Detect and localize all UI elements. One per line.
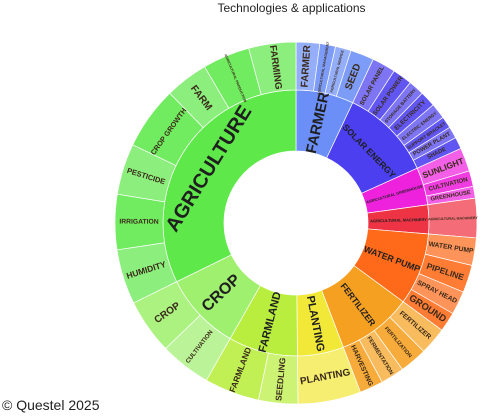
outer-label-agricultural-machinery: AGRICULTURAL MACHINERY: [428, 216, 478, 221]
outer-ring: [114, 41, 478, 405]
outer-label-irrigation: IRRIGATION: [119, 219, 158, 226]
outer-label-farmer: FARMER: [299, 44, 313, 88]
inner-label-agricultural-machinery: AGRICULTURAL MACHINERY: [370, 217, 427, 224]
chart-title: Technologies & applications: [217, 1, 366, 15]
copyright-text: © Questel 2025: [2, 397, 100, 413]
outer-segment-farming[interactable]: [248, 41, 297, 96]
inner-ring: [162, 89, 430, 357]
outer-label-seedling: SEEDLING: [273, 357, 287, 401]
